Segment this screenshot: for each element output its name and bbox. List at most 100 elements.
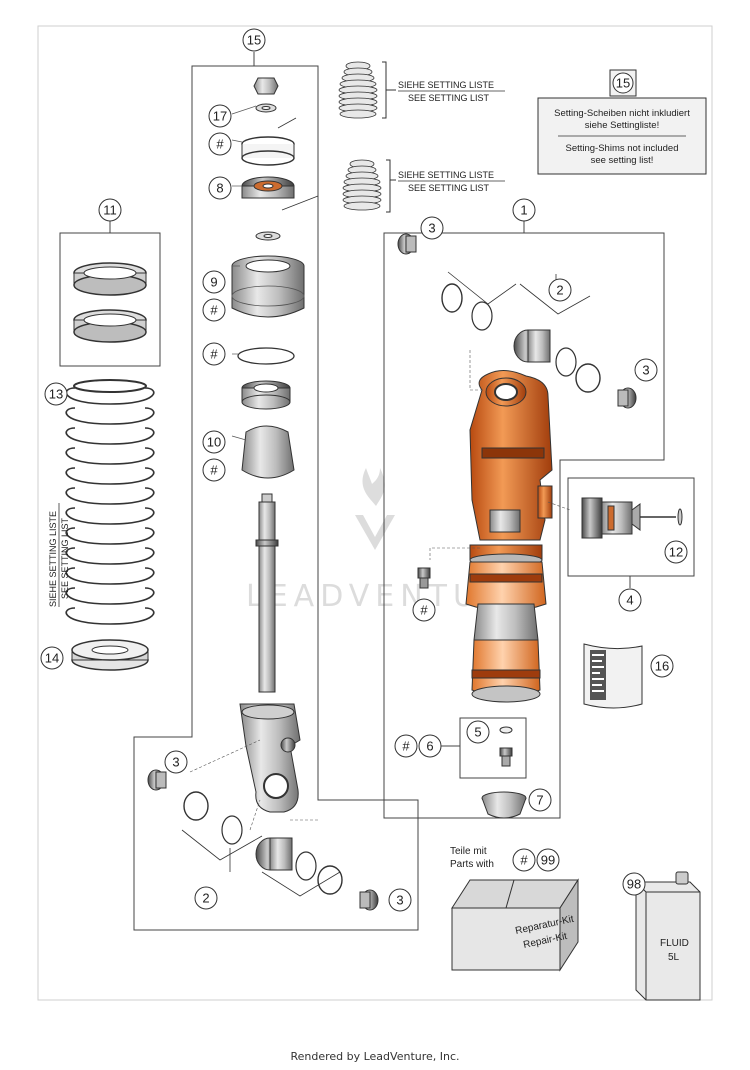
kit-box-1-outline [383,232,665,819]
callout-16: 16 [650,654,674,678]
svg-text:98: 98 [627,877,641,892]
setting-note-de-1: SIEHE SETTING LISTE [398,80,494,90]
spring-setting-note: SIEHE SETTING LISTE SEE SETTING LIST [48,503,70,607]
callout-17: 17 [208,104,232,128]
svg-text:#: # [210,347,218,362]
callout-8: 8 [208,176,232,200]
callout-3-lower-right: 3 [388,888,412,912]
adjuster-kit-12 [567,477,695,588]
svg-text:3: 3 [642,363,649,378]
callout-hash-1: # [208,132,232,156]
svg-text:5: 5 [474,725,481,740]
callout-3-upper-right: 3 [634,358,658,382]
callout-11: 11 [98,198,122,222]
callout-3-lower-left: 3 [164,750,188,774]
svg-text:SIEHE SETTING LISTE: SIEHE SETTING LISTE [48,511,58,607]
svg-text:4: 4 [626,593,633,608]
svg-text:11: 11 [103,203,117,218]
svg-text:#: # [520,853,528,868]
svg-text:Setting-Shims not included: Setting-Shims not included [565,143,678,154]
callout-hash-6: # [394,734,418,758]
outer-frame [37,25,713,1001]
callout-2-lower: 2 [194,886,218,910]
upper-eye-parts [397,233,637,409]
svg-text:siehe Settingliste!: siehe Settingliste! [585,120,659,131]
setting-note-en-1: SEE SETTING LIST [408,93,490,103]
setting-note-box: Setting-Scheiben nicht inkludiert siehe … [537,97,707,175]
callout-hash-7: # [512,848,536,872]
svg-text:99: 99 [541,853,555,868]
leader-lines-center [231,105,257,441]
svg-text:16: 16 [655,659,669,674]
shim-stack-middle [342,159,396,213]
svg-text:7: 7 [536,793,543,808]
callout-1: 1 [512,198,536,222]
parts-with-label: Parts with [450,859,494,870]
svg-text:17: 17 [213,109,227,124]
svg-text:#: # [402,739,410,754]
callout-hash-4: # [202,458,226,482]
teile-mit-label: Teile mit [450,846,487,857]
damper-body [429,370,571,703]
watermark-logo-icon [355,468,395,550]
svg-text:8: 8 [216,181,223,196]
callout-hash-2: # [202,298,226,322]
svg-text:9: 9 [210,275,217,290]
decal-16 [583,643,643,709]
callout-12: 12 [664,540,688,564]
svg-text:6: 6 [426,739,433,754]
svg-text:Setting-Scheiben nicht inkludi: Setting-Scheiben nicht inkludiert [554,108,690,119]
callout-14: 14 [40,646,64,670]
valve-group-5 [459,717,527,779]
svg-text:SEE SETTING LIST: SEE SETTING LIST [60,517,70,599]
fluid-volume: 5L [668,952,680,963]
kit-box-11 [59,232,161,367]
svg-text:15: 15 [247,33,261,48]
bleed-screw [417,567,431,589]
callout-13: 13 [44,382,68,406]
callout-hash-3: # [202,342,226,366]
svg-text:#: # [420,603,428,618]
footer-credit: Rendered by LeadVenture, Inc. [290,1050,460,1063]
setting-note-de-2: SIEHE SETTING LISTE [398,170,494,180]
kit-box-5 [459,717,527,779]
svg-text:2: 2 [556,283,563,298]
callout-5: 5 [466,720,490,744]
spring-retainer [71,639,149,671]
callout-4: 4 [618,588,642,612]
svg-text:3: 3 [172,755,179,770]
svg-text:15: 15 [616,76,630,91]
callout-15-top: 15 [242,28,266,52]
callout-3-upper-left: 3 [420,216,444,240]
lower-eye-parts [147,739,379,911]
svg-text:#: # [210,303,218,318]
kit-box-15-outline [133,65,419,931]
callout-2-upper: 2 [548,278,572,302]
svg-text:3: 3 [428,221,435,236]
piston-rod-parts [231,77,319,813]
callout-6: 6 [418,734,442,758]
coil-spring [65,379,155,625]
setting-note-en-2: SEE SETTING LIST [408,183,490,193]
svg-text:#: # [210,463,218,478]
callout-10: 10 [202,430,226,454]
repair-kit-box: Reparatur-Kit Repair-Kit [451,878,579,972]
svg-text:3: 3 [396,893,403,908]
svg-text:2: 2 [202,891,209,906]
fluid-can: FLUID 5L [635,871,701,1001]
svg-text:14: 14 [45,651,59,666]
adjuster-ring-group [59,221,161,367]
bump-cap [481,791,527,819]
fluid-label: FLUID [660,938,689,949]
svg-text:12: 12 [669,545,683,560]
shim-stack-top [338,61,396,122]
callout-7: 7 [528,788,552,812]
callout-hash-5: # [412,598,436,622]
svg-text:see setting list!: see setting list! [591,155,654,166]
svg-text:1: 1 [520,203,527,218]
callout-15-note: 15 [609,69,637,97]
svg-text:13: 13 [49,387,63,402]
callout-9: 9 [202,270,226,294]
svg-text:#: # [216,137,224,152]
